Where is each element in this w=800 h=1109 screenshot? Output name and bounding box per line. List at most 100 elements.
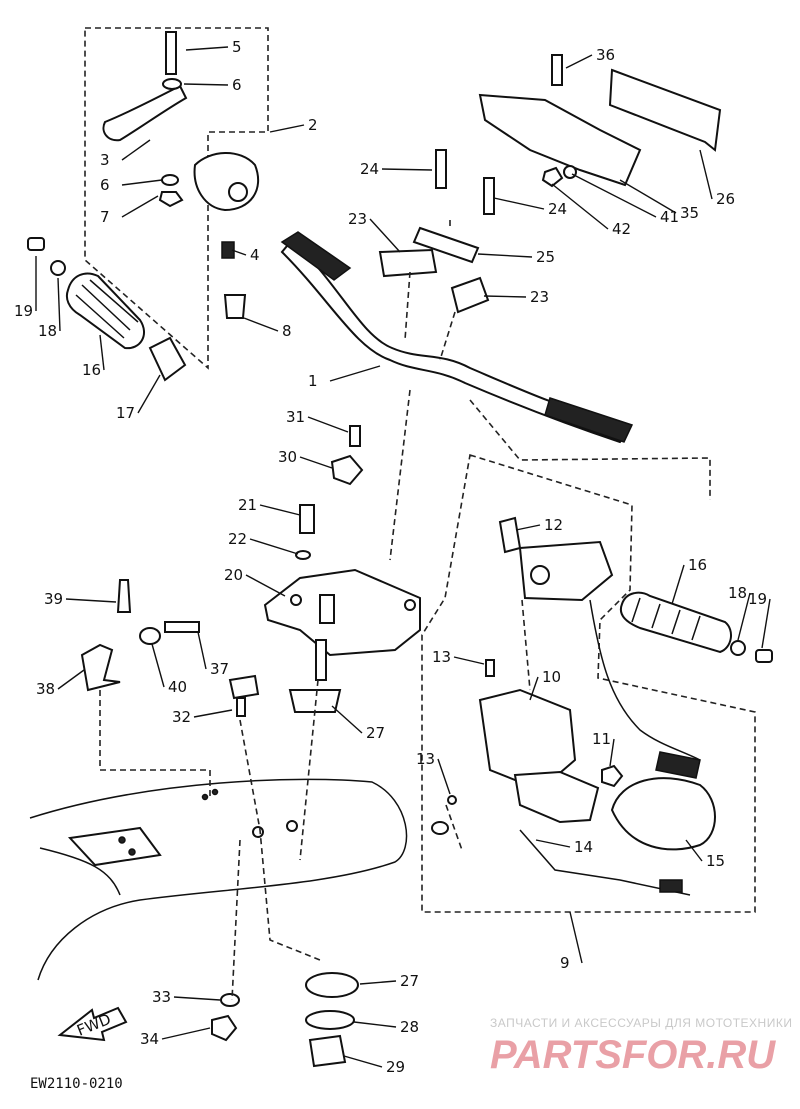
callout-leader <box>699 149 713 200</box>
callout-leader <box>299 456 333 469</box>
callout-number: 14 <box>574 838 593 856</box>
callout-leader <box>65 598 117 603</box>
callout-30: 30 <box>278 448 333 469</box>
mount-rubber <box>228 674 260 700</box>
callout-leader <box>197 631 207 670</box>
callout-number: 42 <box>612 220 631 238</box>
assembly-box-2 <box>84 27 269 370</box>
callout-42: 42 <box>551 183 631 238</box>
callout-leader <box>121 195 159 218</box>
callout-23: 23 <box>348 210 401 253</box>
clamp-bolt-a <box>435 149 447 189</box>
grommet-lower <box>305 972 359 998</box>
rivet-washer <box>220 993 240 1007</box>
washer-lower <box>161 174 179 186</box>
callout-number: 17 <box>116 404 135 422</box>
callout-leader <box>551 183 609 230</box>
mount-bushing <box>139 627 161 645</box>
callout-leader <box>99 334 105 371</box>
callout-6: 6 <box>100 176 163 194</box>
hood-mount-plate <box>67 826 162 867</box>
callout-leader <box>515 524 541 531</box>
callout-leader <box>437 758 451 795</box>
left-grip-knurl <box>280 231 352 281</box>
callout-labels: 5623674819181617362624414235242325231313… <box>14 38 771 1076</box>
callout-leader <box>565 54 593 69</box>
callout-number: 26 <box>716 190 735 208</box>
callout-number: 21 <box>238 496 257 514</box>
lever-holder <box>193 152 260 212</box>
switch-wire <box>519 829 691 896</box>
bracket-washer <box>563 165 577 179</box>
callout-number: 19 <box>14 302 33 320</box>
callout-27: 27 <box>359 972 419 990</box>
bar-end-washer-left <box>50 260 66 276</box>
brake-lever <box>102 84 188 142</box>
lock-nut <box>308 1034 347 1068</box>
callout-11: 11 <box>592 730 615 767</box>
callout-leader <box>245 574 286 597</box>
switch-terminal <box>431 821 449 835</box>
bracket-screw <box>551 54 563 86</box>
callout-15: 15 <box>685 839 725 870</box>
callout-number: 31 <box>286 408 305 426</box>
callout-number: 4 <box>250 246 260 264</box>
lever-nut <box>158 191 184 208</box>
callout-number: 7 <box>100 208 110 226</box>
callout-number: 25 <box>536 248 555 266</box>
callout-number: 33 <box>152 988 171 1006</box>
callout-40: 40 <box>151 643 187 696</box>
callout-10: 10 <box>529 668 561 701</box>
callout-number: 8 <box>282 322 292 340</box>
callout-19: 19 <box>748 590 771 649</box>
callout-leader <box>369 218 401 253</box>
callout-leader <box>343 1055 383 1068</box>
steering-plate <box>263 568 421 657</box>
callout-12: 12 <box>515 516 563 534</box>
callout-18: 18 <box>38 277 61 340</box>
callout-number: 23 <box>530 288 549 306</box>
callout-5: 5 <box>185 38 242 56</box>
callout-number: 9 <box>560 954 570 972</box>
callout-number: 5 <box>232 38 242 56</box>
switch-screw-a <box>485 659 495 677</box>
callout-number: 18 <box>728 584 747 602</box>
steering-shaft <box>319 594 335 624</box>
callout-20: 20 <box>224 566 286 597</box>
callout-number: 40 <box>168 678 187 696</box>
callout-number: 13 <box>416 750 435 768</box>
case-screw <box>498 516 522 554</box>
callout-19: 19 <box>14 256 37 320</box>
right-grip-knurl <box>544 397 634 443</box>
bar-end-washer-right <box>730 640 746 656</box>
callout-leader <box>307 416 349 433</box>
callout-leader <box>483 295 527 298</box>
assembly-box-9 <box>421 453 756 913</box>
pivot-bolt <box>165 31 177 75</box>
callout-4: 4 <box>231 246 260 264</box>
spacer-washer <box>305 1010 355 1030</box>
throttle-housing <box>608 68 722 152</box>
callout-28: 28 <box>353 1018 419 1036</box>
choke-pin <box>116 579 132 613</box>
callout-21: 21 <box>238 496 301 516</box>
callout-leader <box>161 1027 211 1040</box>
clamp-bolt-b <box>483 177 495 215</box>
callout-2: 2 <box>269 116 318 134</box>
callout-number: 16 <box>688 556 707 574</box>
callout-number: 34 <box>140 1030 159 1048</box>
callout-22: 22 <box>228 530 299 555</box>
callout-35: 35 <box>619 179 699 222</box>
callout-16: 16 <box>671 556 707 605</box>
callout-8: 8 <box>243 317 292 340</box>
callout-number: 16 <box>82 361 101 379</box>
callout-leader <box>121 139 151 161</box>
rivet-nut <box>211 1014 238 1042</box>
callout-number: 24 <box>548 200 567 218</box>
callout-33: 33 <box>152 988 221 1006</box>
callout-number: 1 <box>308 372 318 390</box>
throttle-spring <box>655 751 701 779</box>
callout-number: 10 <box>542 668 561 686</box>
callout-number: 13 <box>432 648 451 666</box>
clip-screw <box>349 425 361 447</box>
